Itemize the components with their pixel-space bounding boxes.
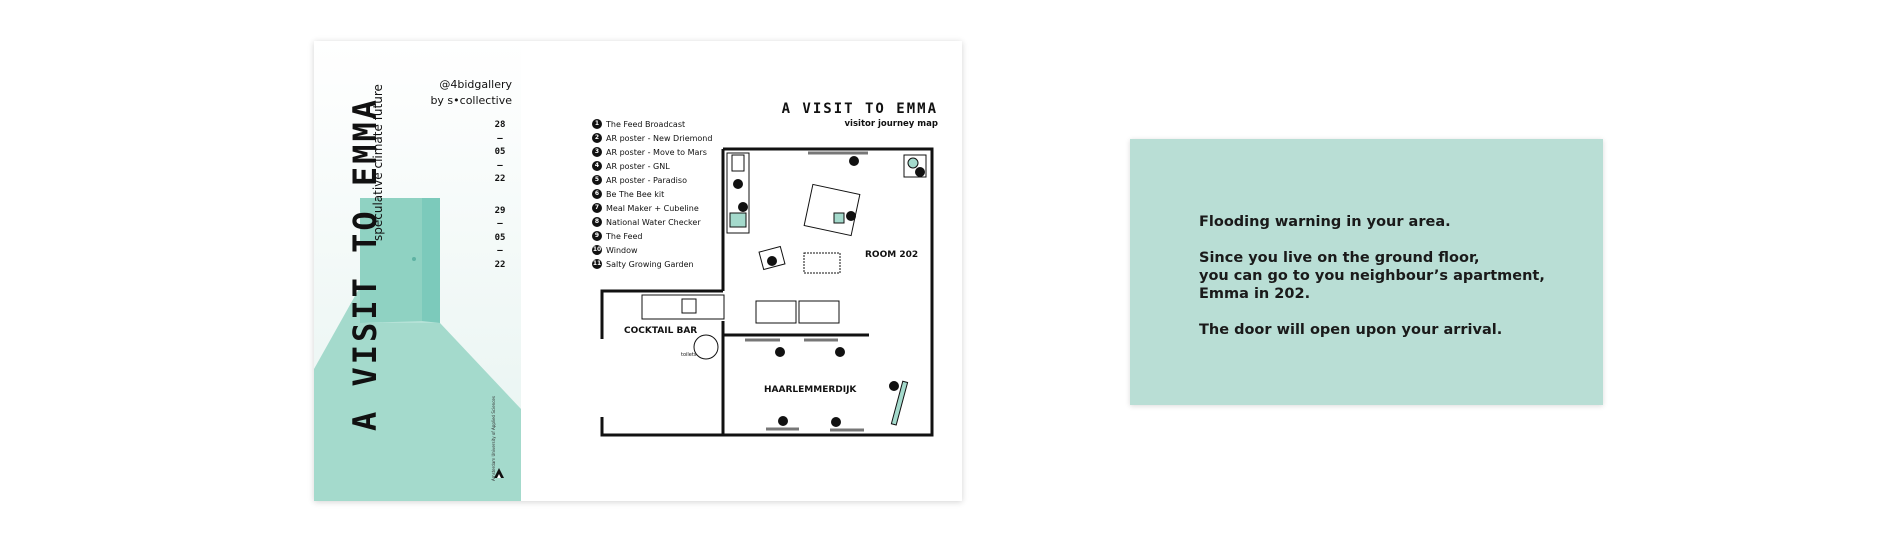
notice-warning-line: Flooding warning in your area.: [1199, 214, 1451, 230]
legend-number-icon: 1: [592, 119, 602, 129]
date-day-2: 29: [494, 205, 506, 216]
marker-1-icon: [889, 381, 899, 391]
rug: [803, 252, 841, 274]
poster-left-panel: A VISIT TO EMMA speculative climate futu…: [314, 41, 521, 501]
legend-item: 10 Window: [592, 243, 712, 257]
legend-number-icon: 6: [592, 189, 602, 199]
legend-number-icon: 5: [592, 175, 602, 185]
notice-instruction-line: Emma in 202.: [1199, 286, 1311, 302]
table: [803, 183, 861, 237]
legend-label: AR poster - New Driemond: [606, 133, 713, 143]
legend-label: Window: [606, 245, 638, 255]
notice-door-line: The door will open upon your arrival.: [1199, 322, 1503, 338]
legend-number-icon: 7: [592, 203, 602, 213]
map-title: A VISIT TO EMMA: [781, 101, 938, 117]
date-sep: –: [497, 219, 503, 229]
table-item: [833, 212, 845, 224]
feed-screen: [890, 380, 909, 426]
marker-2-icon: [775, 347, 785, 357]
legend-label: The Feed Broadcast: [606, 119, 686, 129]
legend-item: 2 AR poster - New Driemond: [592, 131, 712, 145]
legend-item: 1 The Feed Broadcast: [592, 117, 712, 131]
marker-5-icon: [831, 417, 841, 427]
legend-label: Salty Growing Garden: [606, 259, 694, 269]
event-dates: 28 – 05 – 22 29 – 05 – 22: [492, 119, 508, 272]
legend-item: 9 The Feed: [592, 229, 712, 243]
notice-instruction-line: Since you live on the ground floor,: [1199, 250, 1480, 266]
legend-number-icon: 11: [592, 259, 602, 269]
sofa-left: [755, 300, 797, 324]
legend-number-icon: 10: [592, 245, 602, 255]
floor-plan-walls: [600, 147, 934, 437]
marker-11-icon: [915, 167, 925, 177]
legend-item: 7 Meal Maker + Cubeline: [592, 201, 712, 215]
legend-item: 4 AR poster - GNL: [592, 159, 712, 173]
notice-instructions: Since you live on the ground floor, you …: [1199, 249, 1579, 303]
legend-number-icon: 2: [592, 133, 602, 143]
date-month-2: 05: [494, 232, 506, 243]
instagram-handle: @4bidgallery: [439, 78, 512, 91]
date-sep: –: [497, 246, 503, 256]
marker-6-icon: [767, 256, 777, 266]
legend-label: AR poster - Move to Mars: [606, 147, 707, 157]
legend-item: 11 Salty Growing Garden: [592, 257, 712, 271]
marker-8-icon: [733, 179, 743, 189]
bar-wall-top: [600, 289, 723, 339]
legend-item: 3 AR poster - Move to Mars: [592, 145, 712, 159]
toilets-label: toilets: [681, 352, 697, 358]
legend-item: 8 National Water Checker: [592, 215, 712, 229]
legend-item: 6 Be The Bee kit: [592, 187, 712, 201]
legend-label: Be The Bee kit: [606, 189, 665, 199]
toilet-area: [693, 334, 719, 360]
legend-label: Meal Maker + Cubeline: [606, 203, 699, 213]
poster-building-graphic: [314, 41, 521, 501]
marker-10-icon: [849, 156, 859, 166]
floor-plan: [600, 147, 934, 437]
counter-item: [729, 212, 747, 228]
date-sep: –: [497, 133, 503, 144]
legend-label: National Water Checker: [606, 217, 701, 227]
legend-number-icon: 4: [592, 161, 602, 171]
notice-instruction-line: you can go to you neighbour’s apartment,: [1199, 268, 1545, 284]
marker-9-icon: [846, 211, 856, 221]
cocktail-bar-label: COCKTAIL BAR: [624, 326, 698, 336]
legend-label: The Feed: [606, 231, 643, 241]
byline: by s•collective: [430, 94, 512, 107]
window-lines: [745, 151, 868, 432]
sofa-right: [798, 300, 840, 324]
date-month-1: 05: [494, 147, 506, 157]
notice-text: Flooding warning in your area. Since you…: [1199, 213, 1579, 357]
map-subtitle: visitor journey map: [844, 119, 938, 129]
date-sep: –: [497, 160, 503, 171]
legend-label: AR poster - Paradiso: [606, 175, 687, 185]
fridge: [731, 154, 745, 172]
room-202-label: ROOM 202: [865, 250, 919, 260]
room-202-wall: [723, 147, 934, 437]
legend-label: AR poster - GNL: [606, 161, 670, 171]
bar-appliance: [681, 298, 697, 314]
date-year-2: 22: [494, 259, 506, 270]
furniture: [641, 152, 927, 426]
flood-warning-notice: Flooding warning in your area. Since you…: [1130, 139, 1603, 405]
map-legend: 1 The Feed Broadcast 2 AR poster - New Dri…: [592, 117, 712, 271]
plant-icon: [907, 157, 919, 169]
marker-4-icon: [778, 416, 788, 426]
map-markers: [733, 156, 925, 427]
legend-number-icon: 8: [592, 217, 602, 227]
date-year-1: 22: [494, 174, 506, 184]
legend-number-icon: 9: [592, 231, 602, 241]
haarlemmerdijk-label: HAARLEMMERDIJK: [764, 385, 857, 395]
marker-7-icon: [738, 202, 748, 212]
event-poster: A VISIT TO EMMA speculative climate futu…: [314, 41, 962, 501]
legend-number-icon: 3: [592, 147, 602, 157]
bar-wall-bottom: [600, 417, 723, 437]
marker-3-icon: [835, 347, 845, 357]
legend-item: 5 AR poster - Paradiso: [592, 173, 712, 187]
date-day-1: 28: [494, 120, 506, 130]
university-logo-icon: [494, 468, 504, 478]
